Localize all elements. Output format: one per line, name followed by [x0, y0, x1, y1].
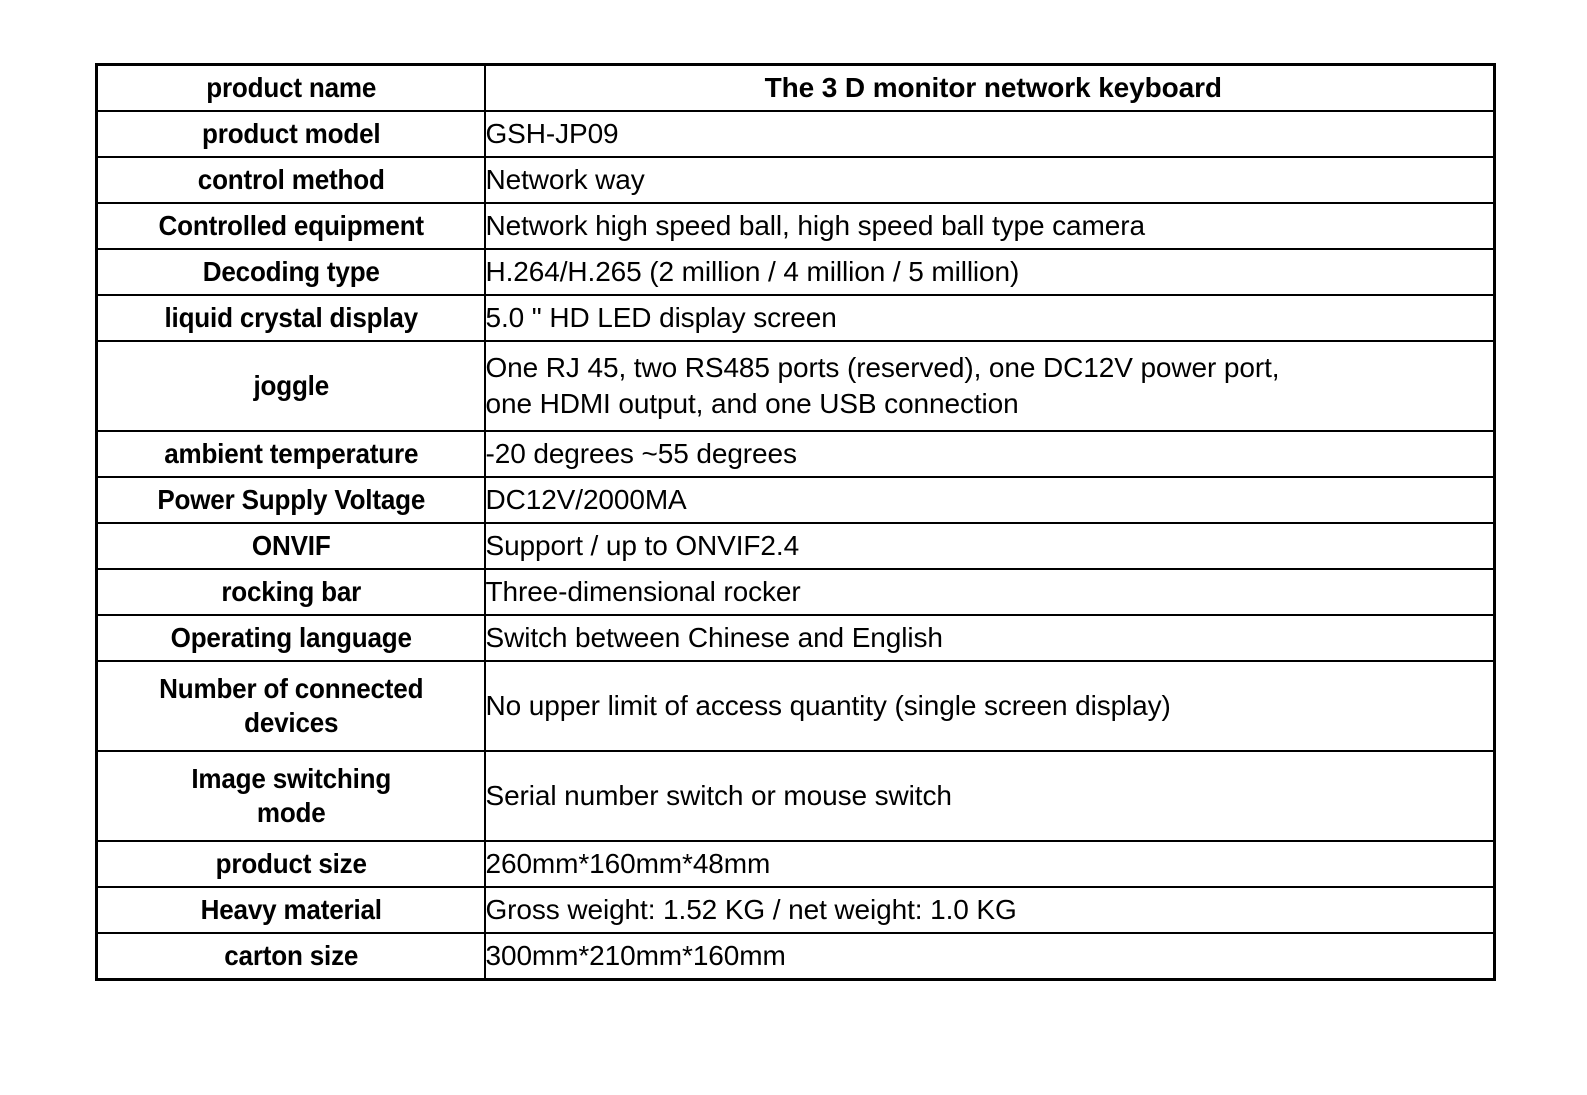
table-row: Controlled equipment Network high speed b…: [97, 202, 1496, 250]
table-row: carton size 300mm*210mm*160mm: [97, 932, 1496, 981]
spec-value-text: Network way: [485, 164, 645, 196]
spec-value-text: GSH-JP09: [485, 118, 619, 150]
spec-value-text: Support / up to ONVIF2.4: [485, 530, 800, 562]
spec-label-text: product model: [201, 117, 381, 149]
spec-label-text: rocking bar: [220, 575, 361, 607]
spec-value-cell: 5.0 " HD LED display screen: [483, 294, 1496, 342]
spec-label-cell: ONVIF: [109, 522, 472, 570]
spec-value-cell: Support / up to ONVIF2.4: [483, 522, 1496, 570]
spec-value-text: Serial number switch or mouse switch: [485, 780, 952, 812]
table-row: ONVIF Support / up to ONVIF2.4: [97, 522, 1496, 570]
spec-label-cell: Controlled equipment: [109, 202, 472, 250]
spec-label-text: ONVIF: [251, 529, 331, 561]
spec-label-text: product name: [205, 71, 376, 103]
spec-value-text: Switch between Chinese and English: [485, 622, 943, 654]
spec-label-cell: rocking bar: [109, 568, 472, 616]
spec-value-cell: Network high speed ball, high speed ball…: [483, 202, 1496, 250]
spec-value-cell: DC12V/2000MA: [483, 476, 1496, 524]
spec-value-text: Network high speed ball, high speed ball…: [485, 210, 1146, 242]
spec-label-cell: Decoding type: [109, 248, 472, 296]
spec-value-cell: The 3 D monitor network keyboard: [483, 63, 1496, 112]
table-row: control method Network way: [97, 156, 1496, 204]
spec-label-cell: Power Supply Voltage: [109, 476, 472, 524]
spec-label-text: Number of connected devices: [158, 672, 423, 738]
spec-value-cell: Network way: [483, 156, 1496, 204]
table-row: product name The 3 D monitor network keyb…: [97, 63, 1496, 112]
spec-value-text: Three-dimensional rocker: [485, 576, 801, 608]
spec-value-cell: Gross weight: 1.52 KG / net weight: 1.0 …: [483, 886, 1496, 934]
spec-value-cell: H.264/H.265 (2 million / 4 million / 5 m…: [483, 248, 1496, 296]
spec-label-cell: product name: [109, 63, 472, 112]
spec-value-text: DC12V/2000MA: [485, 484, 687, 516]
spec-label-text: Image switching mode: [190, 762, 391, 828]
spec-label-cell: Image switching mode: [109, 750, 472, 842]
table-row: Image switching mode Serial number switch…: [97, 750, 1496, 842]
spec-label-cell: ambient temperature: [109, 430, 472, 478]
table-body: product name The 3 D monitor network keyb…: [97, 63, 1496, 981]
specification-sheet: product name The 3 D monitor network keyb…: [95, 63, 1496, 981]
spec-label-text: Heavy material: [200, 893, 382, 925]
spec-label-text: Controlled equipment: [158, 209, 424, 241]
spec-value-cell: Switch between Chinese and English: [483, 614, 1496, 662]
table-row: Number of connected devices No upper limi…: [97, 660, 1496, 752]
spec-label-text: liquid crystal display: [163, 301, 418, 333]
spec-value-cell: 260mm*160mm*48mm: [483, 840, 1496, 888]
spec-value-text: -20 degrees ~55 degrees: [485, 438, 797, 470]
spec-label-cell: Heavy material: [109, 886, 472, 934]
spec-value-text: No upper limit of access quantity (singl…: [485, 690, 1171, 722]
spec-label-cell: product model: [109, 110, 472, 158]
spec-label-text: joggle: [252, 369, 329, 401]
spec-label-text: Operating language: [170, 621, 412, 653]
spec-value-cell: Three-dimensional rocker: [483, 568, 1496, 616]
spec-label-text: control method: [197, 163, 385, 195]
spec-label-text: ambient temperature: [163, 437, 418, 469]
spec-value-cell: Serial number switch or mouse switch: [483, 750, 1496, 842]
table-row: Power Supply Voltage DC12V/2000MA: [97, 476, 1496, 524]
spec-value-text: One RJ 45, two RS485 ports (reserved), o…: [485, 352, 1280, 419]
spec-value-cell: 300mm*210mm*160mm: [483, 932, 1496, 981]
spec-value-cell: No upper limit of access quantity (singl…: [483, 660, 1496, 752]
spec-label-text: Power Supply Voltage: [156, 483, 425, 515]
spec-value-text: H.264/H.265 (2 million / 4 million / 5 m…: [485, 256, 1020, 288]
spec-label-cell: Operating language: [109, 614, 472, 662]
spec-label-cell: control method: [109, 156, 472, 204]
table-row: Decoding type H.264/H.265 (2 million / 4 …: [97, 248, 1496, 296]
spec-label-cell: carton size: [109, 932, 472, 981]
spec-value-text: The 3 D monitor network keyboard: [764, 72, 1222, 104]
spec-label-text: carton size: [223, 939, 358, 971]
spec-label-text: product size: [215, 847, 367, 879]
spec-label-cell: Number of connected devices: [109, 660, 472, 752]
table-row: ambient temperature -20 degrees ~55 degre…: [97, 430, 1496, 478]
table-row: joggle One RJ 45, two RS485 ports (reserv…: [97, 340, 1496, 432]
spec-value-cell: GSH-JP09: [483, 110, 1496, 158]
spec-value-cell: One RJ 45, two RS485 ports (reserved), o…: [483, 340, 1496, 432]
table-row: Operating language Switch between Chinese…: [97, 614, 1496, 662]
product-specification-table: product name The 3 D monitor network keyb…: [95, 63, 1496, 981]
spec-label-cell: product size: [109, 840, 472, 888]
spec-value-text: Gross weight: 1.52 KG / net weight: 1.0 …: [485, 894, 1017, 926]
table-row: rocking bar Three-dimensional rocker: [97, 568, 1496, 616]
spec-value-text: 5.0 " HD LED display screen: [485, 302, 837, 334]
spec-value-cell: -20 degrees ~55 degrees: [483, 430, 1496, 478]
spec-label-cell: joggle: [109, 340, 472, 432]
spec-label-cell: liquid crystal display: [109, 294, 472, 342]
table-row: product model GSH-JP09: [97, 110, 1496, 158]
spec-label-text: Decoding type: [202, 255, 380, 287]
spec-value-text: 260mm*160mm*48mm: [485, 848, 771, 880]
table-row: Heavy material Gross weight: 1.52 KG / ne…: [97, 886, 1496, 934]
table-row: liquid crystal display 5.0 " HD LED displ…: [97, 294, 1496, 342]
table-row: product size 260mm*160mm*48mm: [97, 840, 1496, 888]
spec-value-text: 300mm*210mm*160mm: [485, 940, 786, 972]
